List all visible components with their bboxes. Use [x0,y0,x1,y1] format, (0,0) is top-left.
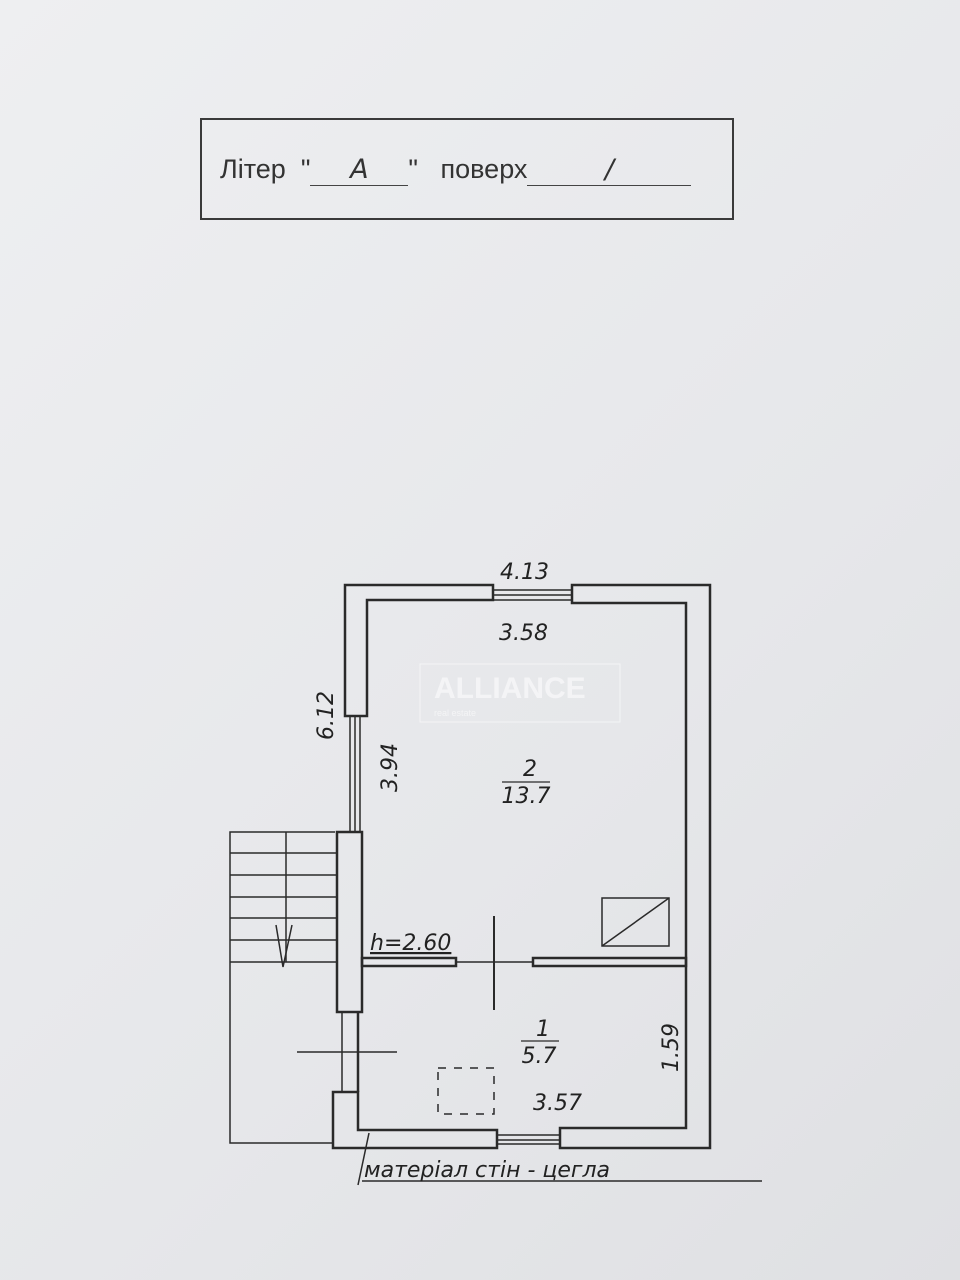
dim-bottom-inner: 3.57 [533,1091,582,1116]
stairs-arrow-icon [275,924,293,968]
ceiling-height: h=2.60 [370,931,451,956]
partition-wall [360,956,688,968]
room-number: 1 [536,1017,550,1042]
dim-right: 1.59 [659,1023,684,1072]
room-area: 13.7 [502,784,551,809]
window-top [493,589,572,601]
window-left [349,716,361,832]
watermark-tagline: real estate [434,708,476,718]
door-bottom [497,1134,560,1145]
dim-top-outer: 4.13 [500,560,549,585]
material-leader [357,1132,370,1186]
litera-value: А [310,155,409,186]
litera-label: Літер [220,154,286,184]
stairs [229,831,397,1144]
watermark: ALLIANCE real estate [419,663,621,723]
wall-left-bottom [331,1090,499,1150]
floor-value: / [527,155,692,186]
room-area: 5.7 [522,1044,557,1069]
dim-top-inner: 3.58 [499,621,548,646]
dim-left-outer: 6.12 [314,691,339,740]
floor-label: поверх [440,154,528,184]
room-2-label: 2 13.7 [502,757,551,809]
header-box: Літер "А" поверх/ [200,118,734,220]
wall-left-lower [335,830,364,1014]
wall-top-right [558,583,712,1150]
wall-material-note: матеріал стін - цегла [364,1158,610,1183]
room-1-label: 1 5.7 [521,1017,559,1069]
room-number: 2 [523,757,537,782]
watermark-brand: ALLIANCE [434,672,586,705]
stove-symbol [601,897,670,947]
header-line: Літер "А" поверх/ [220,154,692,186]
dim-left-inner: 3.94 [378,743,403,792]
dashed-fixture [437,1067,495,1115]
